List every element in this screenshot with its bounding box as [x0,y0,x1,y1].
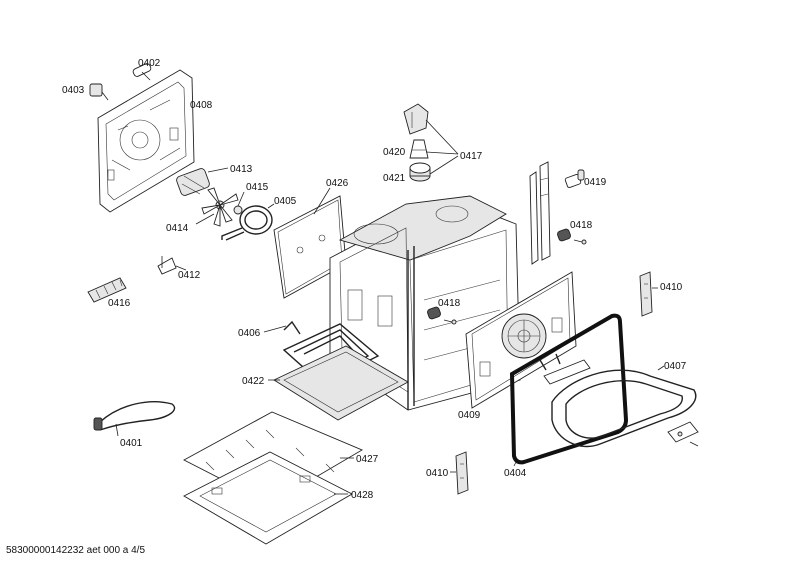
base-plate-0428 [183,451,353,545]
label-0408: 0408 [190,100,213,111]
label-0407: 0407 [664,361,687,372]
label-0404: 0404 [504,468,527,479]
plug-0418-left [427,306,457,325]
label-0406: 0406 [238,328,261,339]
label-0419: 0419 [584,177,607,188]
rear-panel-0408 [97,69,195,213]
label-0402: 0402 [138,58,161,69]
nut-0415 [233,191,245,215]
hinge-0410-lower [450,451,469,495]
grill-heater-0407 [539,353,697,448]
connector-0412 [157,256,187,275]
knob-0419 [564,169,585,188]
reflector-0422 [268,345,409,421]
label-0415: 0415 [246,182,269,193]
plug-0418-right [557,228,587,245]
label-0414: 0414 [166,223,189,234]
label-0410-lower: 0410 [426,468,449,479]
clip-0407-side [667,421,699,447]
hinge-0410-upper [639,271,658,317]
label-0409: 0409 [458,410,481,421]
label-0405: 0405 [274,196,297,207]
label-0417: 0417 [460,151,483,162]
label-0410-upper: 0410 [660,282,683,293]
leader-0417-c [429,155,459,175]
fan-motor-0413 [176,167,229,196]
label-0418-right: 0418 [570,220,593,231]
label-0427: 0427 [356,454,379,465]
label-0416: 0416 [108,298,131,309]
ring-heater-0405 [221,203,275,241]
label-0403: 0403 [62,85,85,96]
label-0401: 0401 [120,438,143,449]
label-0413: 0413 [230,164,253,175]
lamp-cover-0421 [409,162,431,182]
bulb-holder-0420 [409,139,429,159]
power-cable-0401 [93,401,176,437]
label-0428: 0428 [351,490,374,501]
label-0412: 0412 [178,270,201,281]
leader-0417-b [425,151,459,155]
document-footer: 58300000142232 aet 000 a 4/5 [6,545,145,556]
label-0418-left: 0418 [438,298,461,309]
clip-0403 [89,83,109,101]
label-0421: 0421 [383,173,406,184]
leader-0417-a [425,119,459,155]
thermostat-0417 [403,103,429,135]
fan-cover-0409 [465,271,577,409]
label-0426: 0426 [326,178,349,189]
terminal-block-0416 [87,277,127,303]
label-0420: 0420 [383,147,406,158]
fan-blade-0414 [195,187,239,227]
side-panel-0426 [273,187,347,299]
bracket-0402 [132,63,152,81]
label-0422: 0422 [242,376,265,387]
